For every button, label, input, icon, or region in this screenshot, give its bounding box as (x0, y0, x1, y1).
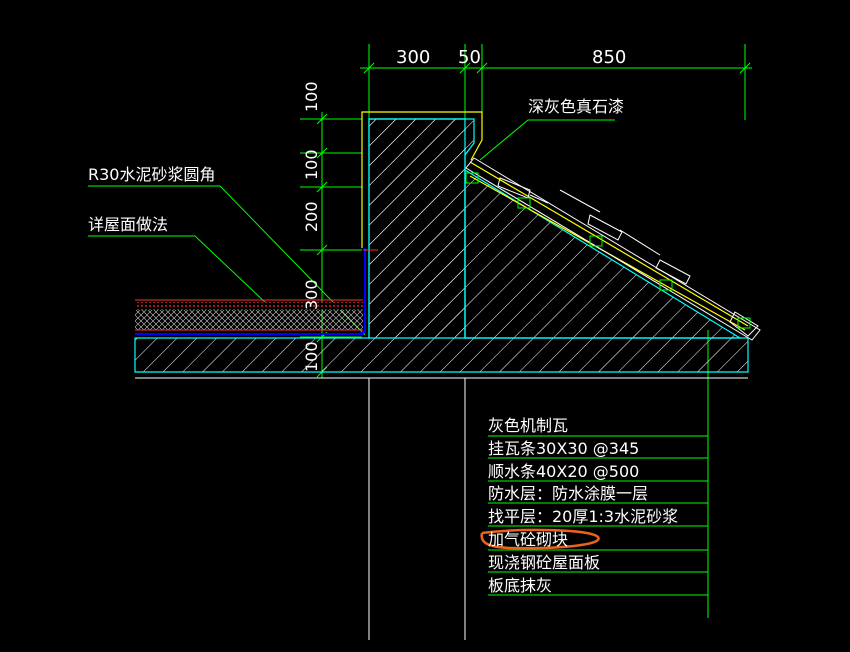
dim-top-850: 850 (592, 47, 626, 68)
batten-marks (465, 172, 751, 329)
dim-top-300: 300 (396, 47, 430, 68)
highlight-mark (480, 528, 600, 550)
layer-item: 灰色机制瓦 (488, 416, 568, 435)
waterproof-membrane (357, 248, 366, 335)
layer-item: 加气砼砌块 (488, 530, 568, 549)
layer-item: 板底抹灰 (488, 576, 552, 595)
left-dimension-labels: 100 100 200 300 100 (302, 81, 321, 372)
layer-item: 顺水条40X20 @500 (488, 462, 639, 481)
layer-item: 现浇钢砼屋面板 (488, 553, 600, 572)
dimension-lines (88, 44, 752, 618)
layer-list: 灰色机制瓦 挂瓦条30X30 @345 顺水条40X20 @500 防水层：防水… (488, 416, 678, 595)
dim-left-1: 100 (302, 81, 321, 112)
label-dark-stone-paint: 深灰色真石漆 (528, 97, 624, 116)
label-r30-corner: R30水泥砂浆圆角 (88, 165, 215, 184)
dim-left-3: 200 (302, 201, 321, 232)
dim-left-4: 300 (302, 279, 321, 310)
top-dimension-labels: 300 50 850 (396, 47, 626, 68)
dim-left-5: 100 (302, 341, 321, 372)
layer-item: 找平层：20厚1:3水泥砂浆 (488, 507, 678, 526)
layer-item: 挂瓦条30X30 @345 (488, 439, 639, 458)
dim-left-2: 100 (302, 149, 321, 180)
label-roof-detail: 详屋面做法 (88, 215, 168, 234)
structure-lines (135, 377, 748, 640)
left-roof-layers (135, 299, 363, 335)
layer-item: 防水层：防水涂膜一层 (488, 484, 648, 503)
dim-top-50: 50 (458, 47, 481, 68)
